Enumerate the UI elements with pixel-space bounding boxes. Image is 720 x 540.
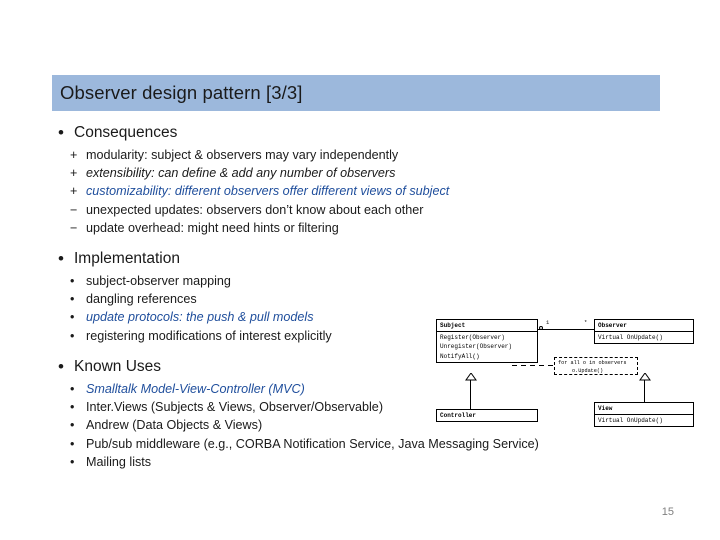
note-connector: [530, 365, 535, 366]
list-item-label: dangling references: [86, 292, 197, 307]
list-marker: •: [70, 400, 75, 415]
consequences-list: + modularity: subject & observers may va…: [52, 146, 672, 237]
list-item: • Andrew (Data Objects & Views): [64, 416, 672, 434]
implementation-list: • subject-observer mapping • dangling re…: [52, 272, 672, 345]
section-heading-implementation: • Implementation: [58, 250, 672, 268]
list-marker: +: [70, 147, 78, 162]
uml-class-name: Subject: [437, 320, 537, 332]
bullet-icon: •: [58, 249, 64, 269]
list-marker: •: [70, 310, 75, 325]
list-item: • registering modifications of interest …: [64, 327, 672, 345]
known-uses-list: • Smalltalk Model-View-Controller (MVC) …: [52, 380, 672, 471]
list-item-label: modularity: subject & observers may vary…: [86, 147, 399, 162]
uml-member: Virtual OnUpdate(): [598, 334, 663, 341]
association-line: [538, 329, 594, 330]
list-marker: •: [70, 381, 75, 396]
list-item: + customizability: different observers o…: [64, 182, 672, 200]
uml-class-observer: Observer Virtual OnUpdate(): [594, 319, 694, 345]
list-marker: •: [70, 273, 75, 288]
list-item-label: extensibility: can define & add any numb…: [86, 166, 396, 181]
slide-content: • Consequences + modularity: subject & o…: [52, 122, 672, 473]
uml-class-members: Register(Observer) Unregister(Observer) …: [437, 332, 537, 362]
association-endpoint-icon: [539, 326, 543, 330]
uml-class-members: Virtual OnUpdate(): [595, 332, 693, 343]
section-heading-known-uses: • Known Uses: [58, 358, 672, 376]
list-item-label: subject-observer mapping: [86, 273, 231, 288]
bullet-icon: •: [58, 356, 64, 376]
uml-note-line: o.Update(): [572, 367, 604, 374]
note-connector: [548, 365, 553, 366]
list-item-label: Andrew (Data Objects & Views): [86, 418, 263, 433]
list-item: − update overhead: might need hints or f…: [64, 219, 672, 237]
list-marker: +: [70, 184, 78, 199]
page-number: 15: [661, 506, 674, 518]
section-heading-consequences: • Consequences: [58, 124, 672, 142]
uml-note-line: for all o in observers: [558, 360, 627, 366]
list-marker: •: [70, 292, 75, 307]
list-item-label: Pub/sub middleware (e.g., CORBA Notifica…: [86, 436, 539, 451]
list-item-label: registering modifications of interest ex…: [86, 328, 332, 343]
section-heading-label: Known Uses: [74, 357, 162, 375]
list-marker: •: [70, 418, 75, 433]
list-item: • Smalltalk Model-View-Controller (MVC): [64, 380, 672, 398]
uml-class-controller: Controller: [436, 409, 538, 422]
list-marker: +: [70, 166, 78, 181]
list-item: • subject-observer mapping: [64, 272, 672, 290]
list-item-label: unexpected updates: observers don’t know…: [86, 202, 424, 217]
note-connector: [539, 365, 544, 366]
list-item: + modularity: subject & observers may va…: [64, 146, 672, 164]
note-connector: [512, 365, 517, 366]
list-item: • Inter.Views (Subjects & Views, Observe…: [64, 398, 672, 416]
list-item: + extensibility: can define & add any nu…: [64, 164, 672, 182]
list-item: • Pub/sub middleware (e.g., CORBA Notifi…: [64, 435, 672, 453]
uml-member: Register(Observer): [440, 334, 505, 341]
generalization-arrow-icon: [465, 373, 477, 381]
section-heading-label: Consequences: [74, 124, 178, 141]
note-connector: [521, 365, 526, 366]
list-item-label: customizability: different observers off…: [86, 184, 450, 199]
uml-class-view: View Virtual OnUpdate(): [594, 402, 694, 428]
list-item-label: Mailing lists: [86, 454, 152, 469]
multiplicity-left: 1: [546, 319, 550, 326]
list-marker: −: [70, 202, 78, 217]
list-item-label: Inter.Views (Subjects & Views, Observer/…: [86, 400, 384, 415]
slide-title-bar: Observer design pattern [3/3]: [52, 75, 660, 111]
list-marker: •: [70, 454, 75, 469]
page-title: Observer design pattern [3/3]: [60, 82, 303, 103]
generalization-line: [470, 379, 471, 409]
generalization-line: [644, 379, 645, 402]
generalization-arrow-icon: [639, 373, 651, 381]
uml-member: NotifyAll(): [440, 352, 480, 360]
list-item: − unexpected updates: observers don’t kn…: [64, 201, 672, 219]
uml-class-members: Virtual OnUpdate(): [595, 415, 693, 426]
list-marker: •: [70, 436, 75, 451]
list-item-label: Smalltalk Model-View-Controller (MVC): [86, 381, 305, 396]
list-item: • dangling references: [64, 290, 672, 308]
list-item: • update protocols: the push & pull mode…: [64, 308, 672, 326]
uml-note: for all o in observers o.Update(): [554, 357, 638, 375]
uml-class-name: Controller: [440, 412, 477, 419]
uml-class-subject: Subject Register(Observer) Unregister(Ob…: [436, 319, 538, 363]
uml-member: Unregister(Observer): [440, 343, 513, 351]
uml-member: Virtual OnUpdate(): [598, 417, 663, 424]
list-marker: •: [70, 328, 75, 343]
bullet-icon: •: [58, 123, 64, 142]
uml-class-name: Observer: [595, 320, 693, 332]
uml-class-diagram: Subject Register(Observer) Unregister(Ob…: [436, 313, 694, 445]
list-item: • Mailing lists: [64, 453, 672, 471]
section-heading-label: Implementation: [74, 250, 180, 268]
list-item-label: update overhead: might need hints or fil…: [86, 220, 339, 235]
multiplicity-right: *: [584, 319, 588, 326]
list-marker: −: [70, 220, 78, 235]
list-item-label: update protocols: the push & pull models: [86, 310, 314, 325]
uml-class-name: View: [595, 403, 693, 415]
